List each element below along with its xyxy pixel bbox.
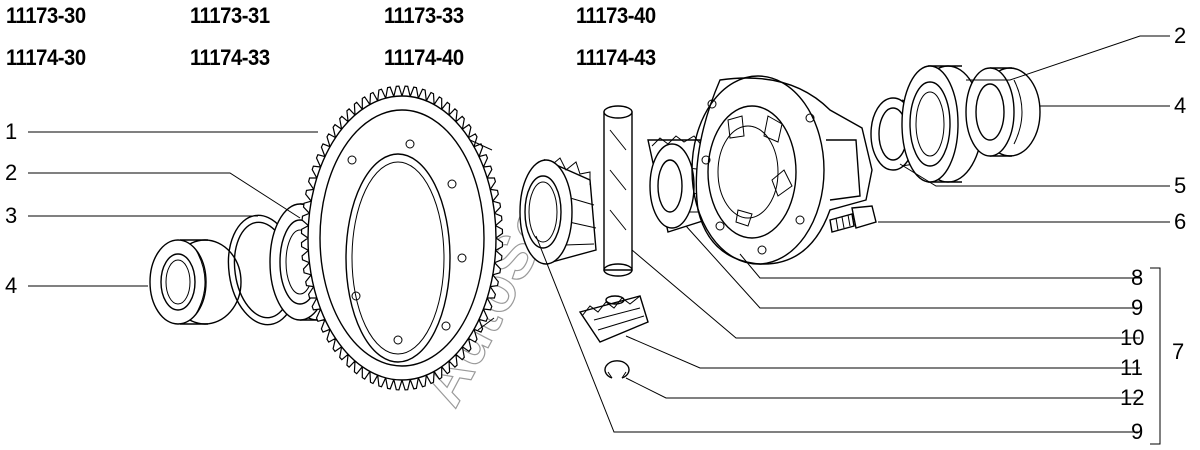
ring-gear	[300, 85, 504, 391]
model-number: 11173-33	[384, 3, 464, 28]
leader-lines	[28, 35, 1170, 445]
callout-10: 10	[1120, 325, 1145, 350]
callout-5: 5	[1174, 173, 1187, 198]
model-number: 11174-43	[576, 45, 656, 70]
model-number: 11173-31	[190, 3, 270, 28]
group-label-7: 7	[1172, 339, 1185, 364]
callout-9: 9	[1131, 295, 1144, 320]
callout-2: 2	[5, 160, 18, 185]
callout-9: 9	[1131, 419, 1144, 444]
callout-8: 8	[1131, 265, 1144, 290]
side-gear-upper	[647, 135, 713, 233]
model-number: 11174-33	[190, 45, 270, 70]
seal-ring-right	[965, 67, 1041, 157]
model-number: 11173-40	[576, 3, 656, 28]
callout-3: 3	[5, 203, 18, 228]
bearing-right	[901, 65, 983, 183]
bolt	[829, 205, 877, 233]
differential-housing	[691, 75, 873, 265]
callout-6: 6	[1174, 209, 1187, 234]
callout-1: 1	[5, 119, 18, 144]
pinion-shaft	[603, 105, 633, 277]
model-number: 11174-30	[6, 45, 86, 70]
callout-2: 2	[1174, 23, 1187, 48]
side-gear-left	[519, 157, 597, 265]
model-number: 11174-40	[384, 45, 464, 70]
seal-ring-left	[149, 239, 242, 325]
pinion-gear	[578, 295, 649, 343]
callout-11: 11	[1120, 355, 1143, 380]
model-number: 11173-30	[6, 3, 86, 28]
callout-4: 4	[1174, 93, 1187, 118]
callout-12: 12	[1120, 385, 1145, 410]
circlip	[604, 360, 630, 379]
callout-4: 4	[5, 273, 18, 298]
